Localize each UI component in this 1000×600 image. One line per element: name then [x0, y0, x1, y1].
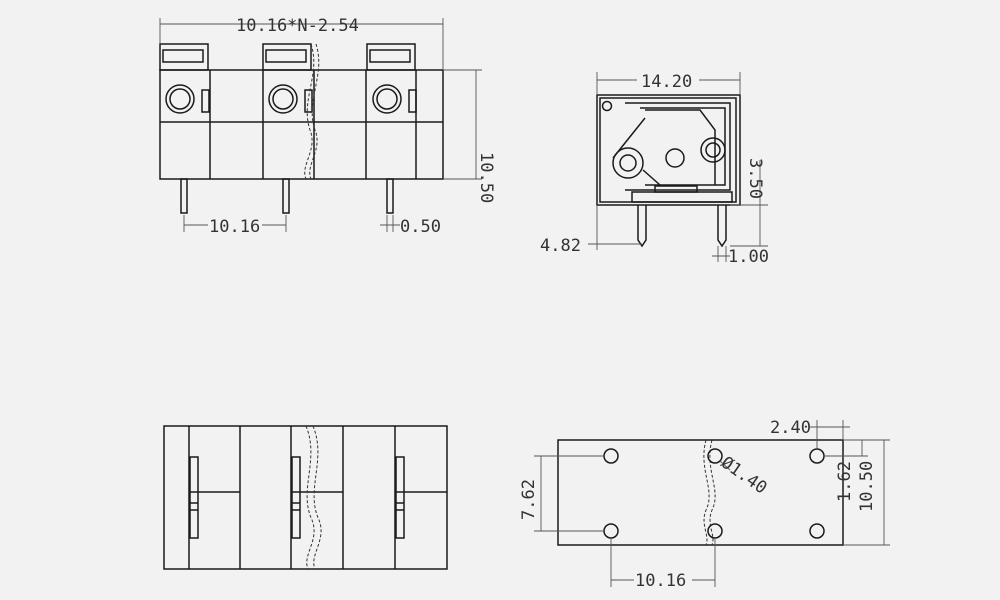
front-break-line — [304, 43, 315, 180]
dim-side-depth: 14.20 — [641, 72, 692, 92]
side-view: 14.20 3.50 4.82 1.00 — [540, 72, 769, 267]
pcb-hole-5 — [809, 448, 825, 464]
side-pin-1 — [637, 205, 647, 248]
dim-pcb-hole-diameter: Ø1.40 — [717, 453, 770, 499]
pcb-layout: 2.40 Ø1.40 7.62 1.62 10.50 10.16 — [519, 418, 890, 591]
front-clamp-tab-2 — [262, 43, 312, 71]
pcb-hole-1 — [603, 448, 619, 464]
bottom-body — [163, 425, 448, 570]
front-clamp-tab-1-inner — [162, 49, 204, 63]
dim-pcb-depth: 10.50 — [857, 461, 877, 512]
side-wire-entry — [665, 148, 685, 168]
front-clamp-tab-1 — [159, 43, 209, 71]
side-body — [596, 94, 741, 206]
front-clamp-tab-3 — [366, 43, 416, 71]
dim-front-pitch: 10.16 — [209, 217, 260, 237]
pcb-hole-2 — [603, 523, 619, 539]
front-body — [159, 69, 444, 180]
front-screw-hole-3 — [372, 84, 402, 114]
dim-side-pin-spacing: 1.00 — [728, 247, 769, 267]
side-mount-hole — [601, 100, 613, 112]
front-clamp-tab-3-inner — [369, 49, 411, 63]
pcb-outline — [557, 439, 844, 546]
pcb-hole-4 — [707, 523, 723, 539]
front-view: 10.16*N-2.54 10.50 10.16 0.50 — [159, 16, 496, 237]
pcb-hole-6 — [809, 523, 825, 539]
dim-side-pin-height: 3.50 — [745, 158, 765, 199]
front-clamp-tab-2-inner — [265, 49, 307, 63]
front-pin-2 — [282, 178, 290, 214]
dim-pcb-hole-offset: 2.40 — [770, 418, 811, 438]
bottom-slot-2 — [291, 456, 301, 539]
bottom-slot-1 — [189, 456, 199, 539]
dim-front-height: 10.50 — [476, 152, 496, 203]
side-contact-hole — [700, 137, 726, 163]
dim-pcb-pitch: 10.16 — [635, 571, 686, 591]
bottom-view — [163, 425, 448, 570]
front-screw-hole-1 — [165, 84, 195, 114]
dim-side-pin-offset: 4.82 — [540, 236, 581, 256]
front-screw-hole-2 — [268, 84, 298, 114]
side-pin-2 — [717, 205, 727, 248]
dim-front-width: 10.16*N-2.54 — [236, 16, 359, 36]
pcb-hole-3 — [707, 448, 723, 464]
dim-pcb-row-spacing: 7.62 — [519, 479, 539, 520]
dim-pcb-edge-offset: 1.62 — [835, 461, 855, 502]
bottom-break-line — [305, 425, 315, 570]
front-pin-1 — [180, 178, 188, 214]
dim-front-pin-width: 0.50 — [400, 217, 441, 237]
front-pin-3 — [386, 178, 394, 214]
side-screw-clamp — [612, 147, 644, 179]
bottom-slot-3 — [395, 456, 405, 539]
pcb-break-line — [703, 439, 710, 546]
